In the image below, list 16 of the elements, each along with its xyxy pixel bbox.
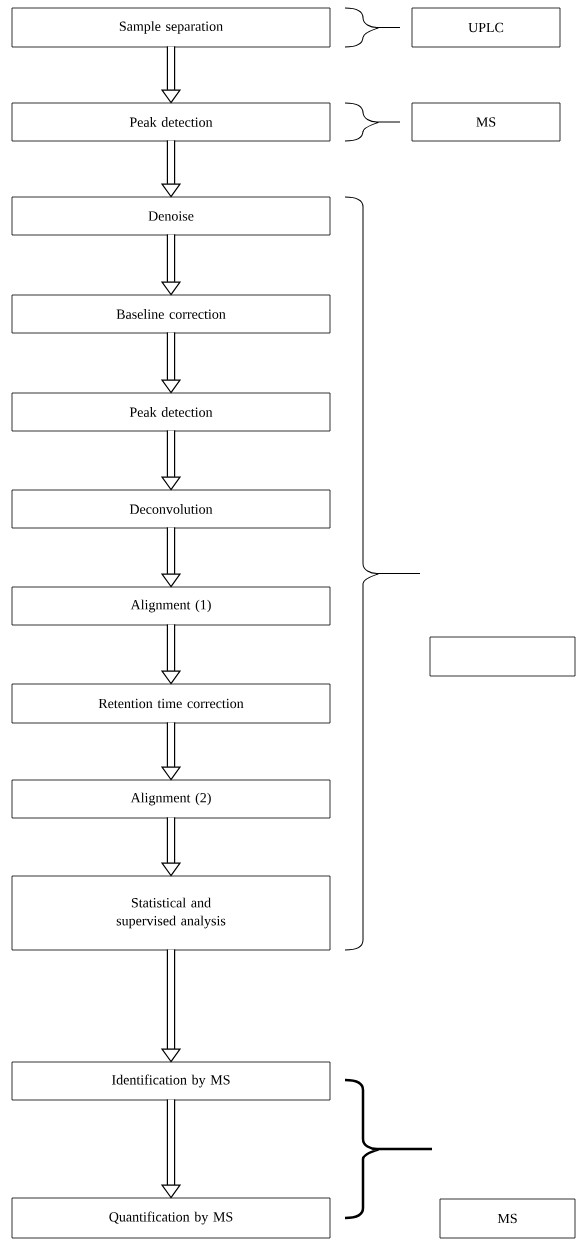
- label-box: MS: [411, 102, 561, 142]
- process-box: Quantification by MS: [11, 1197, 331, 1239]
- process-box: Deconvolution: [11, 489, 331, 529]
- process-box: Alignment (1): [11, 586, 331, 626]
- process-box: Peak detection: [11, 102, 331, 142]
- label-box: UPLC: [411, 7, 561, 48]
- process-box: Retention time correction: [11, 683, 331, 724]
- process-box: Alignment (2): [11, 779, 331, 819]
- process-box: Peak detection: [11, 392, 331, 432]
- process-box: Statistical and supervised analysis: [11, 875, 331, 951]
- process-box: Denoise: [11, 196, 331, 236]
- label-box: MS: [439, 1198, 576, 1239]
- process-box: Baseline correction: [11, 294, 331, 334]
- process-box: Identification by MS: [11, 1061, 331, 1101]
- label-box: [429, 636, 576, 677]
- process-box: Sample separation: [11, 7, 331, 48]
